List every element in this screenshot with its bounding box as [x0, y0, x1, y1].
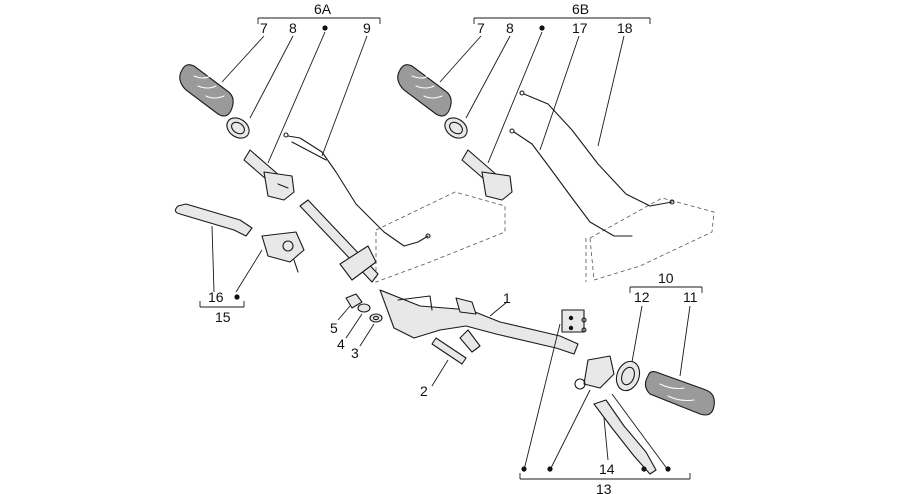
label-7b: 7	[477, 20, 485, 36]
group-15-callout: 16 15	[199, 225, 263, 325]
bullet-dot	[322, 25, 328, 31]
label-13: 13	[596, 481, 612, 494]
cable-routing-guides	[375, 191, 715, 283]
label-16: 16	[208, 289, 224, 305]
label-3: 3	[351, 345, 359, 361]
left-brake-lever	[174, 203, 305, 273]
label-4: 4	[337, 336, 345, 352]
group-6a-callout: 6A 7 8 9	[221, 1, 381, 164]
label-12: 12	[634, 289, 650, 305]
label-1: 1	[503, 290, 511, 306]
bolt-2: 2	[420, 337, 467, 399]
right-grip-6b	[397, 64, 513, 201]
label-17: 17	[572, 20, 588, 36]
label-15: 15	[215, 309, 231, 325]
label-14: 14	[599, 461, 615, 477]
label-8a: 8	[289, 20, 297, 36]
label-11: 11	[683, 289, 698, 305]
label-7a: 7	[260, 20, 268, 36]
bullet-dot	[539, 25, 545, 31]
label-9: 9	[363, 20, 371, 36]
label-5: 5	[330, 320, 338, 336]
label-10: 10	[658, 270, 674, 286]
label-6a: 6A	[314, 1, 332, 17]
handlebar-1: 1	[299, 199, 579, 355]
bullet-dot	[547, 466, 553, 472]
label-8b: 8	[506, 20, 514, 36]
fasteners-3-4-5: 5 4 3	[330, 293, 383, 361]
label-2: 2	[420, 383, 428, 399]
bullet-dot	[665, 466, 671, 472]
bullet-dot	[641, 466, 647, 472]
left-grip-6a	[179, 64, 295, 201]
label-18: 18	[617, 20, 633, 36]
cables-17-18	[509, 90, 675, 237]
bullet-dot	[521, 466, 527, 472]
right-lever-assembly: 14 13	[519, 309, 691, 494]
label-6b: 6B	[572, 1, 589, 17]
group-6b-callout: 6B 7 8 17 18	[439, 1, 651, 164]
bullet-dot	[568, 325, 574, 331]
bullet-dot	[568, 315, 574, 321]
cable-9	[283, 132, 431, 247]
bullet-dot	[234, 294, 240, 300]
right-grip-10: 10 12 11	[615, 270, 715, 416]
